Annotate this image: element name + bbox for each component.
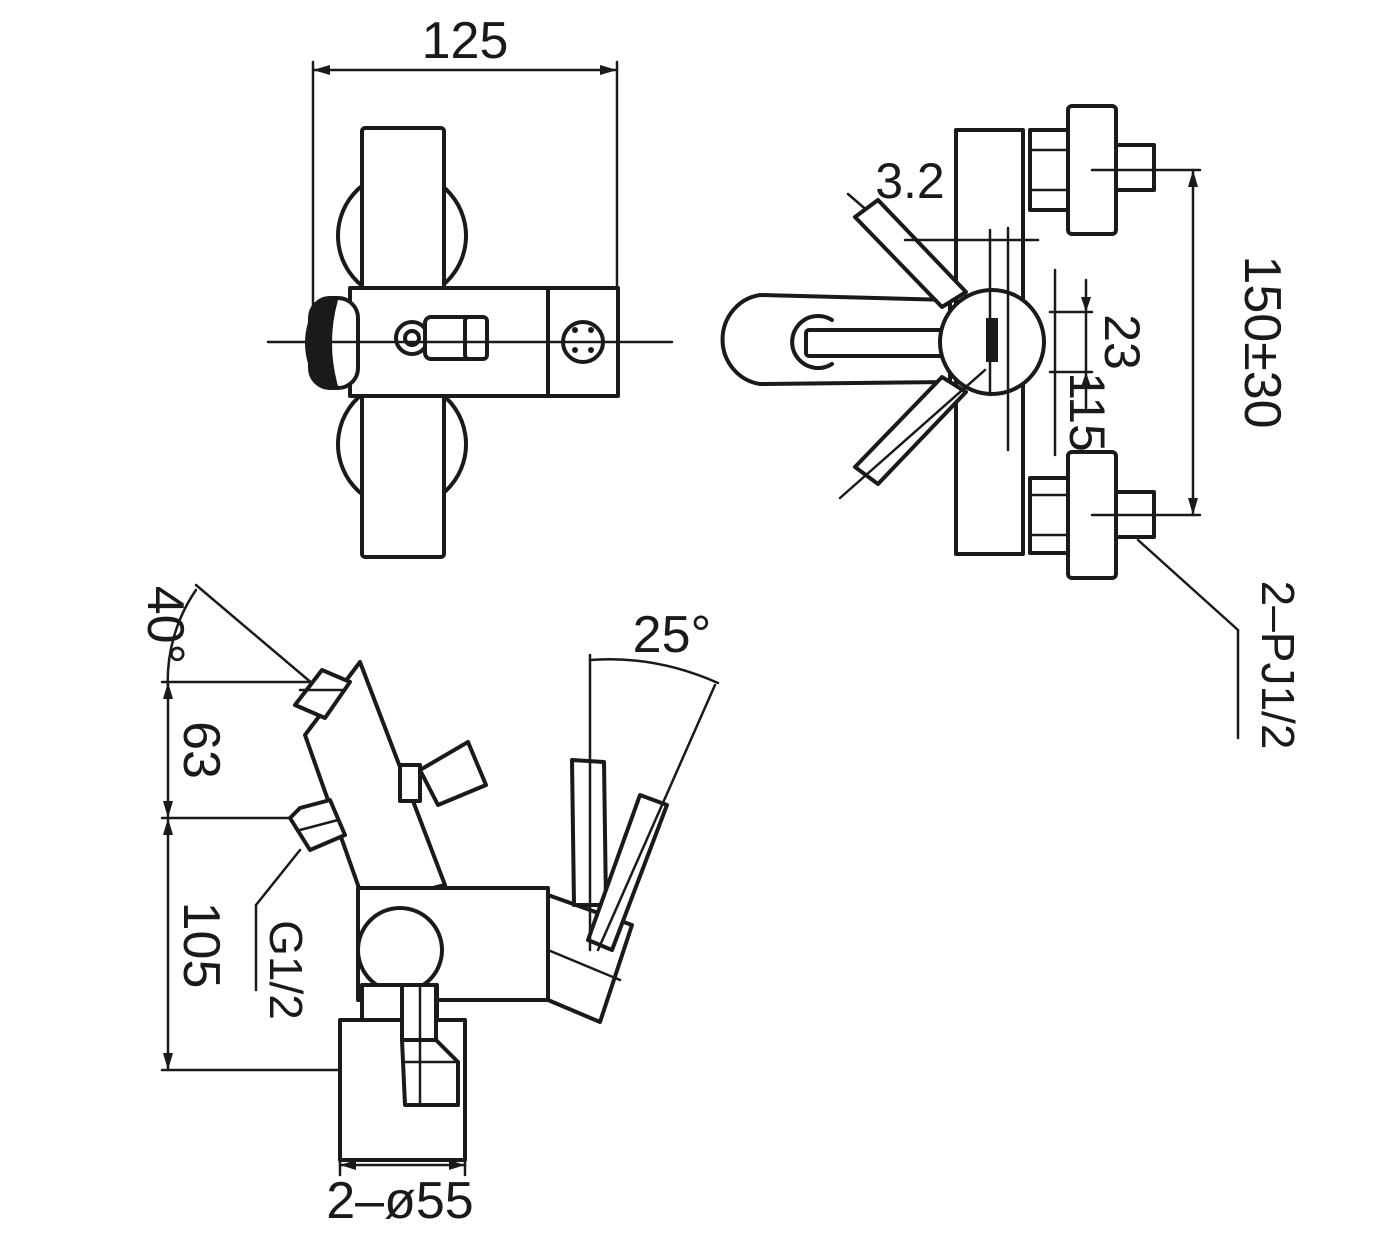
- upper-flange: [336, 126, 468, 302]
- dimension-150: 150±30: [1188, 168, 1291, 517]
- dim-40-label: 40°: [136, 586, 194, 665]
- diverter-body: [288, 660, 488, 907]
- top-view: 150±30 2–PJ1/2 3.2: [720, 104, 1304, 750]
- side-handle: 25°: [546, 606, 720, 1024]
- dim-150-label: 150±30: [1233, 255, 1291, 428]
- side-view: 40° 63 105 G1/2: [136, 583, 720, 1230]
- dim-25-label: 25°: [633, 606, 712, 664]
- dimension-small: 3.2 23 115: [875, 153, 1150, 457]
- dim-23-label: 23: [1094, 314, 1150, 370]
- spout-top: [720, 293, 952, 386]
- side-flange: [338, 983, 467, 1162]
- front-view: 125: [266, 12, 674, 559]
- side-body: [356, 886, 550, 1022]
- handle-top: [838, 192, 1046, 500]
- dim-d55-label: 2–ø55: [326, 1172, 473, 1230]
- upper-connection: [1028, 104, 1202, 236]
- g12-leader: G1/2: [254, 848, 312, 1020]
- dimension-63-105: 63 105: [160, 680, 452, 1072]
- dim-63-label: 63: [172, 721, 230, 779]
- dim-3-2-label: 3.2: [875, 153, 945, 209]
- lower-flange: [336, 383, 468, 559]
- dim-105-label: 105: [172, 902, 230, 989]
- dimension-40deg: 40°: [136, 583, 322, 692]
- dim-115-label: 115: [1059, 372, 1115, 452]
- dim-125-label: 125: [422, 12, 509, 70]
- g12-label: G1/2: [260, 920, 312, 1020]
- pj-leader: 2–PJ1/2: [1136, 538, 1304, 750]
- dimension-d55: 2–ø55: [326, 1158, 474, 1230]
- mixer-body-front: [266, 286, 674, 398]
- lower-connection: [1028, 450, 1202, 580]
- dimension-125: 125: [311, 12, 619, 332]
- pj-label: 2–PJ1/2: [1252, 581, 1304, 750]
